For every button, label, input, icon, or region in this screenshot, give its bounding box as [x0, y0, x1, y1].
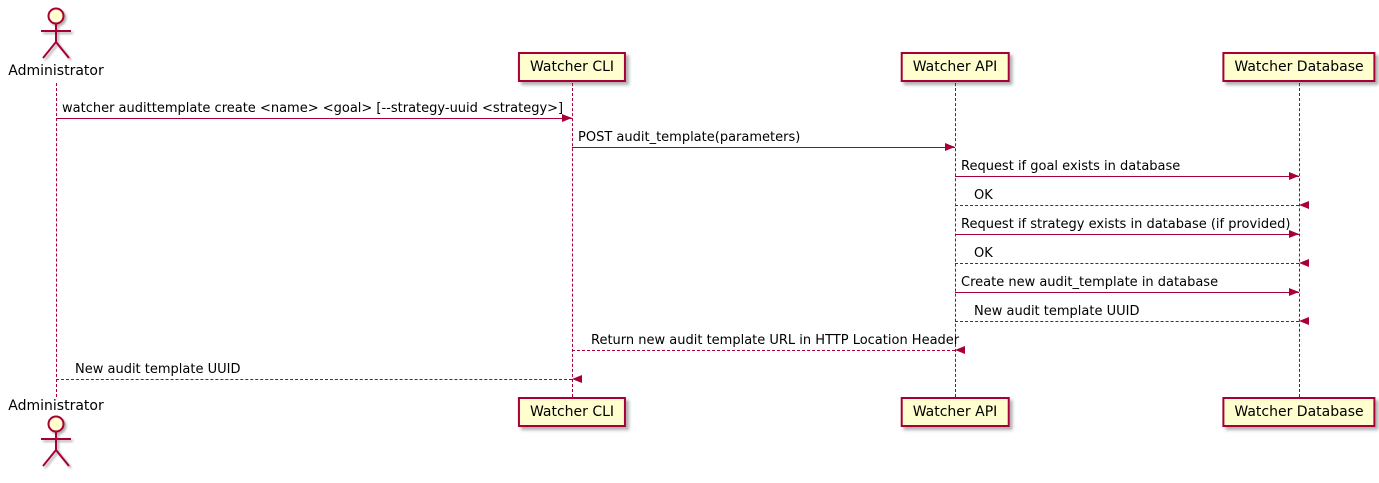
message-line: [56, 379, 572, 380]
message-label: OK: [974, 188, 993, 203]
message-line: [955, 205, 1299, 206]
participant-box-watcher-database-top: Watcher Database: [1222, 52, 1376, 82]
participant-box-watcher-database-bottom: Watcher Database: [1222, 397, 1376, 427]
arrowhead-icon: [1289, 172, 1299, 180]
actor-label-administrator-bottom: Administrator: [8, 398, 104, 414]
arrowhead-icon: [1289, 288, 1299, 296]
arrowhead-icon: [562, 114, 572, 122]
message-line: [572, 147, 955, 148]
arrowhead-icon: [1289, 230, 1299, 238]
lifeline-administrator: [56, 83, 57, 397]
message-label: New audit template UUID: [974, 304, 1140, 319]
arrowhead-icon: [1299, 259, 1309, 267]
message-label: New audit template UUID: [75, 362, 241, 377]
participant-box-watcher-cli-top: Watcher CLI: [517, 52, 627, 82]
arrowhead-icon: [1299, 317, 1309, 325]
arrowhead-icon: [955, 346, 965, 354]
message-line: [955, 263, 1299, 264]
administrator-actor-icon: [37, 7, 75, 65]
message-line: [56, 118, 572, 119]
message-label: Create new audit_template in database: [961, 275, 1219, 290]
lifeline-watcher-cli: [572, 83, 573, 397]
participant-box-watcher-cli-bottom: Watcher CLI: [517, 397, 627, 427]
arrowhead-icon: [572, 375, 582, 383]
message-line: [955, 321, 1299, 322]
message-label: Request if goal exists in database: [961, 159, 1181, 174]
message-label: OK: [974, 246, 993, 261]
lifeline-watcher-database: [1299, 83, 1300, 397]
message-line: [955, 292, 1299, 293]
arrowhead-icon: [945, 143, 955, 151]
participant-box-watcher-api-top: Watcher API: [900, 52, 1010, 82]
actor-label-administrator-top: Administrator: [8, 63, 104, 79]
message-label: Return new audit template URL in HTTP Lo…: [591, 333, 960, 348]
arrowhead-icon: [1299, 201, 1309, 209]
message-label: Request if strategy exists in database (…: [961, 217, 1291, 232]
message-line: [955, 234, 1299, 235]
message-line: [955, 176, 1299, 177]
message-line: [572, 350, 955, 351]
message-label: POST audit_template(parameters): [578, 130, 801, 145]
administrator-actor-icon: [37, 415, 75, 473]
participant-box-watcher-api-bottom: Watcher API: [900, 397, 1010, 427]
lifeline-watcher-api: [955, 83, 956, 397]
message-label: watcher audittemplate create <name> <goa…: [62, 101, 564, 116]
